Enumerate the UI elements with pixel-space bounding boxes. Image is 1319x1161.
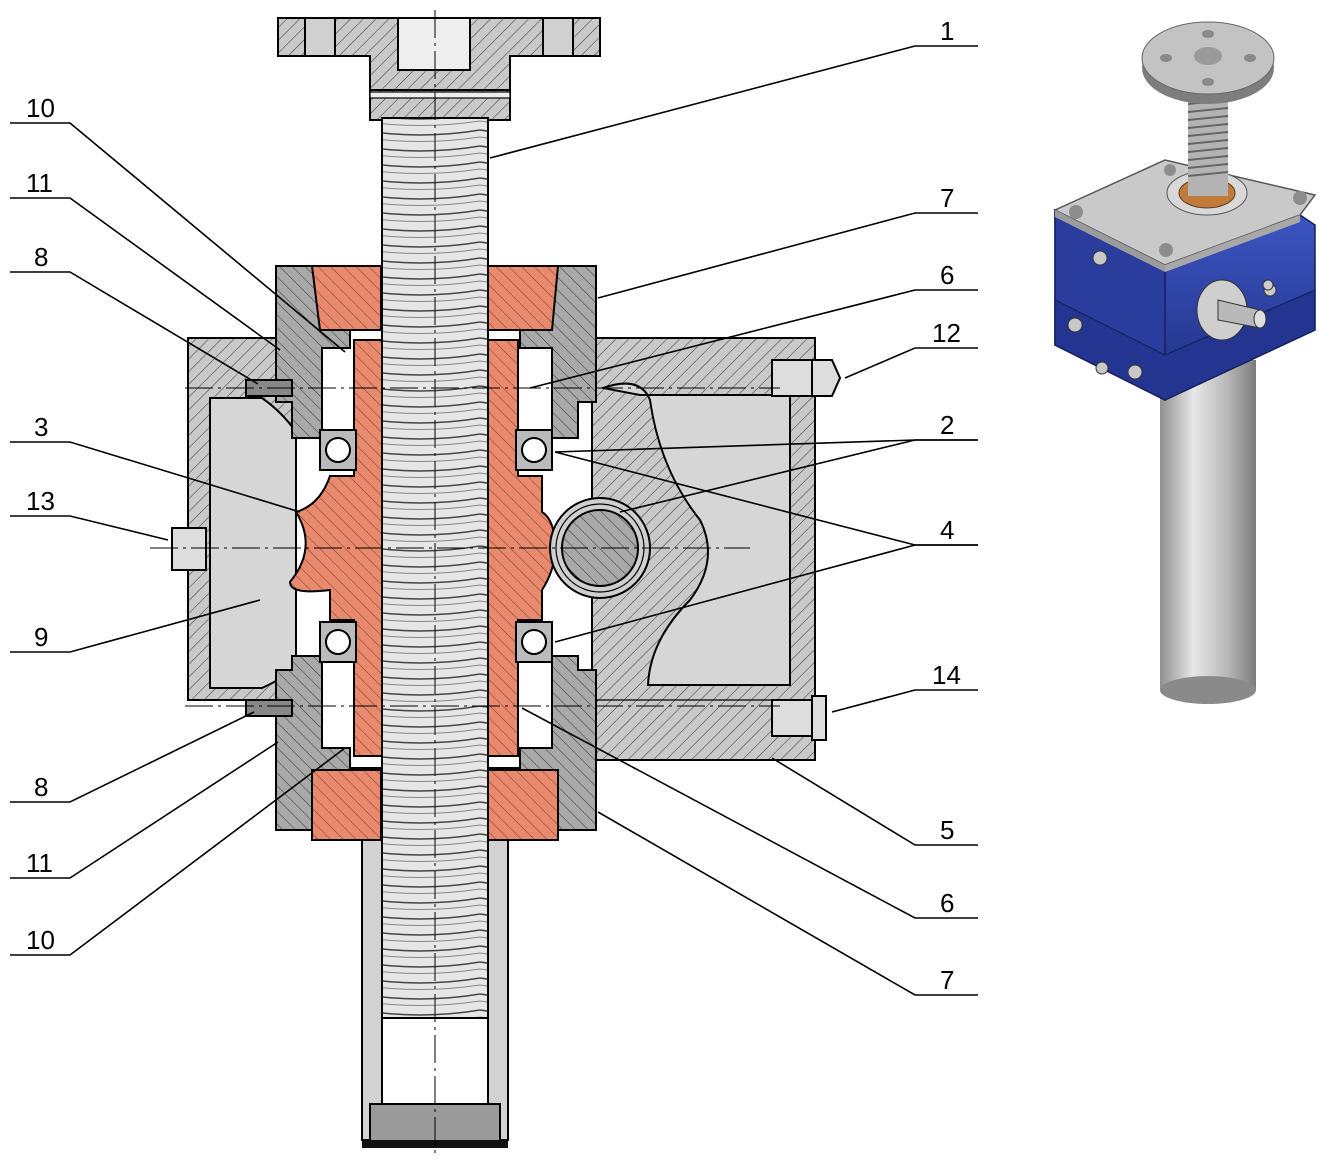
input-shaft xyxy=(1196,279,1274,341)
cross-section-drawing xyxy=(150,10,842,1158)
callout-10-bottom: 10 xyxy=(26,925,55,955)
callout-leaders xyxy=(10,45,978,996)
callout-5: 5 xyxy=(940,815,954,845)
callout-8-bottom: 8 xyxy=(34,772,48,802)
gear-housing xyxy=(187,337,816,761)
callout-9: 9 xyxy=(34,622,48,652)
callout-10-top: 10 xyxy=(26,93,55,123)
callout-4: 4 xyxy=(940,515,954,545)
callout-numbers: 1 10 11 8 7 6 12 3 2 13 4 9 14 8 5 11 6 … xyxy=(26,16,961,995)
callout-3: 3 xyxy=(34,412,48,442)
jack-housing-blue xyxy=(1054,208,1316,402)
callout-8-top: 8 xyxy=(34,242,48,272)
top-flange xyxy=(277,17,601,121)
callout-14: 14 xyxy=(932,660,961,690)
callout-12: 12 xyxy=(932,318,961,348)
callout-6-bottom: 6 xyxy=(940,888,954,918)
protective-tube xyxy=(361,839,509,1148)
screw-jack-3d-render xyxy=(1053,21,1317,704)
jack-top-plate xyxy=(1053,159,1317,272)
callout-7-bottom: 7 xyxy=(940,965,954,995)
tube-end xyxy=(1160,676,1256,704)
callout-7-top: 7 xyxy=(940,183,954,213)
callout-6-top: 6 xyxy=(940,260,954,290)
ball-bearings xyxy=(319,429,553,663)
top-mount-flange xyxy=(1141,21,1275,104)
worm-shaft xyxy=(549,497,651,599)
callout-1: 1 xyxy=(940,16,954,46)
callout-11-bottom: 11 xyxy=(26,848,53,878)
lifting-tube xyxy=(1160,360,1256,690)
callout-2: 2 xyxy=(940,410,954,440)
callout-13: 13 xyxy=(26,486,55,516)
callout-11-top: 11 xyxy=(26,168,53,198)
fasteners xyxy=(171,359,842,741)
